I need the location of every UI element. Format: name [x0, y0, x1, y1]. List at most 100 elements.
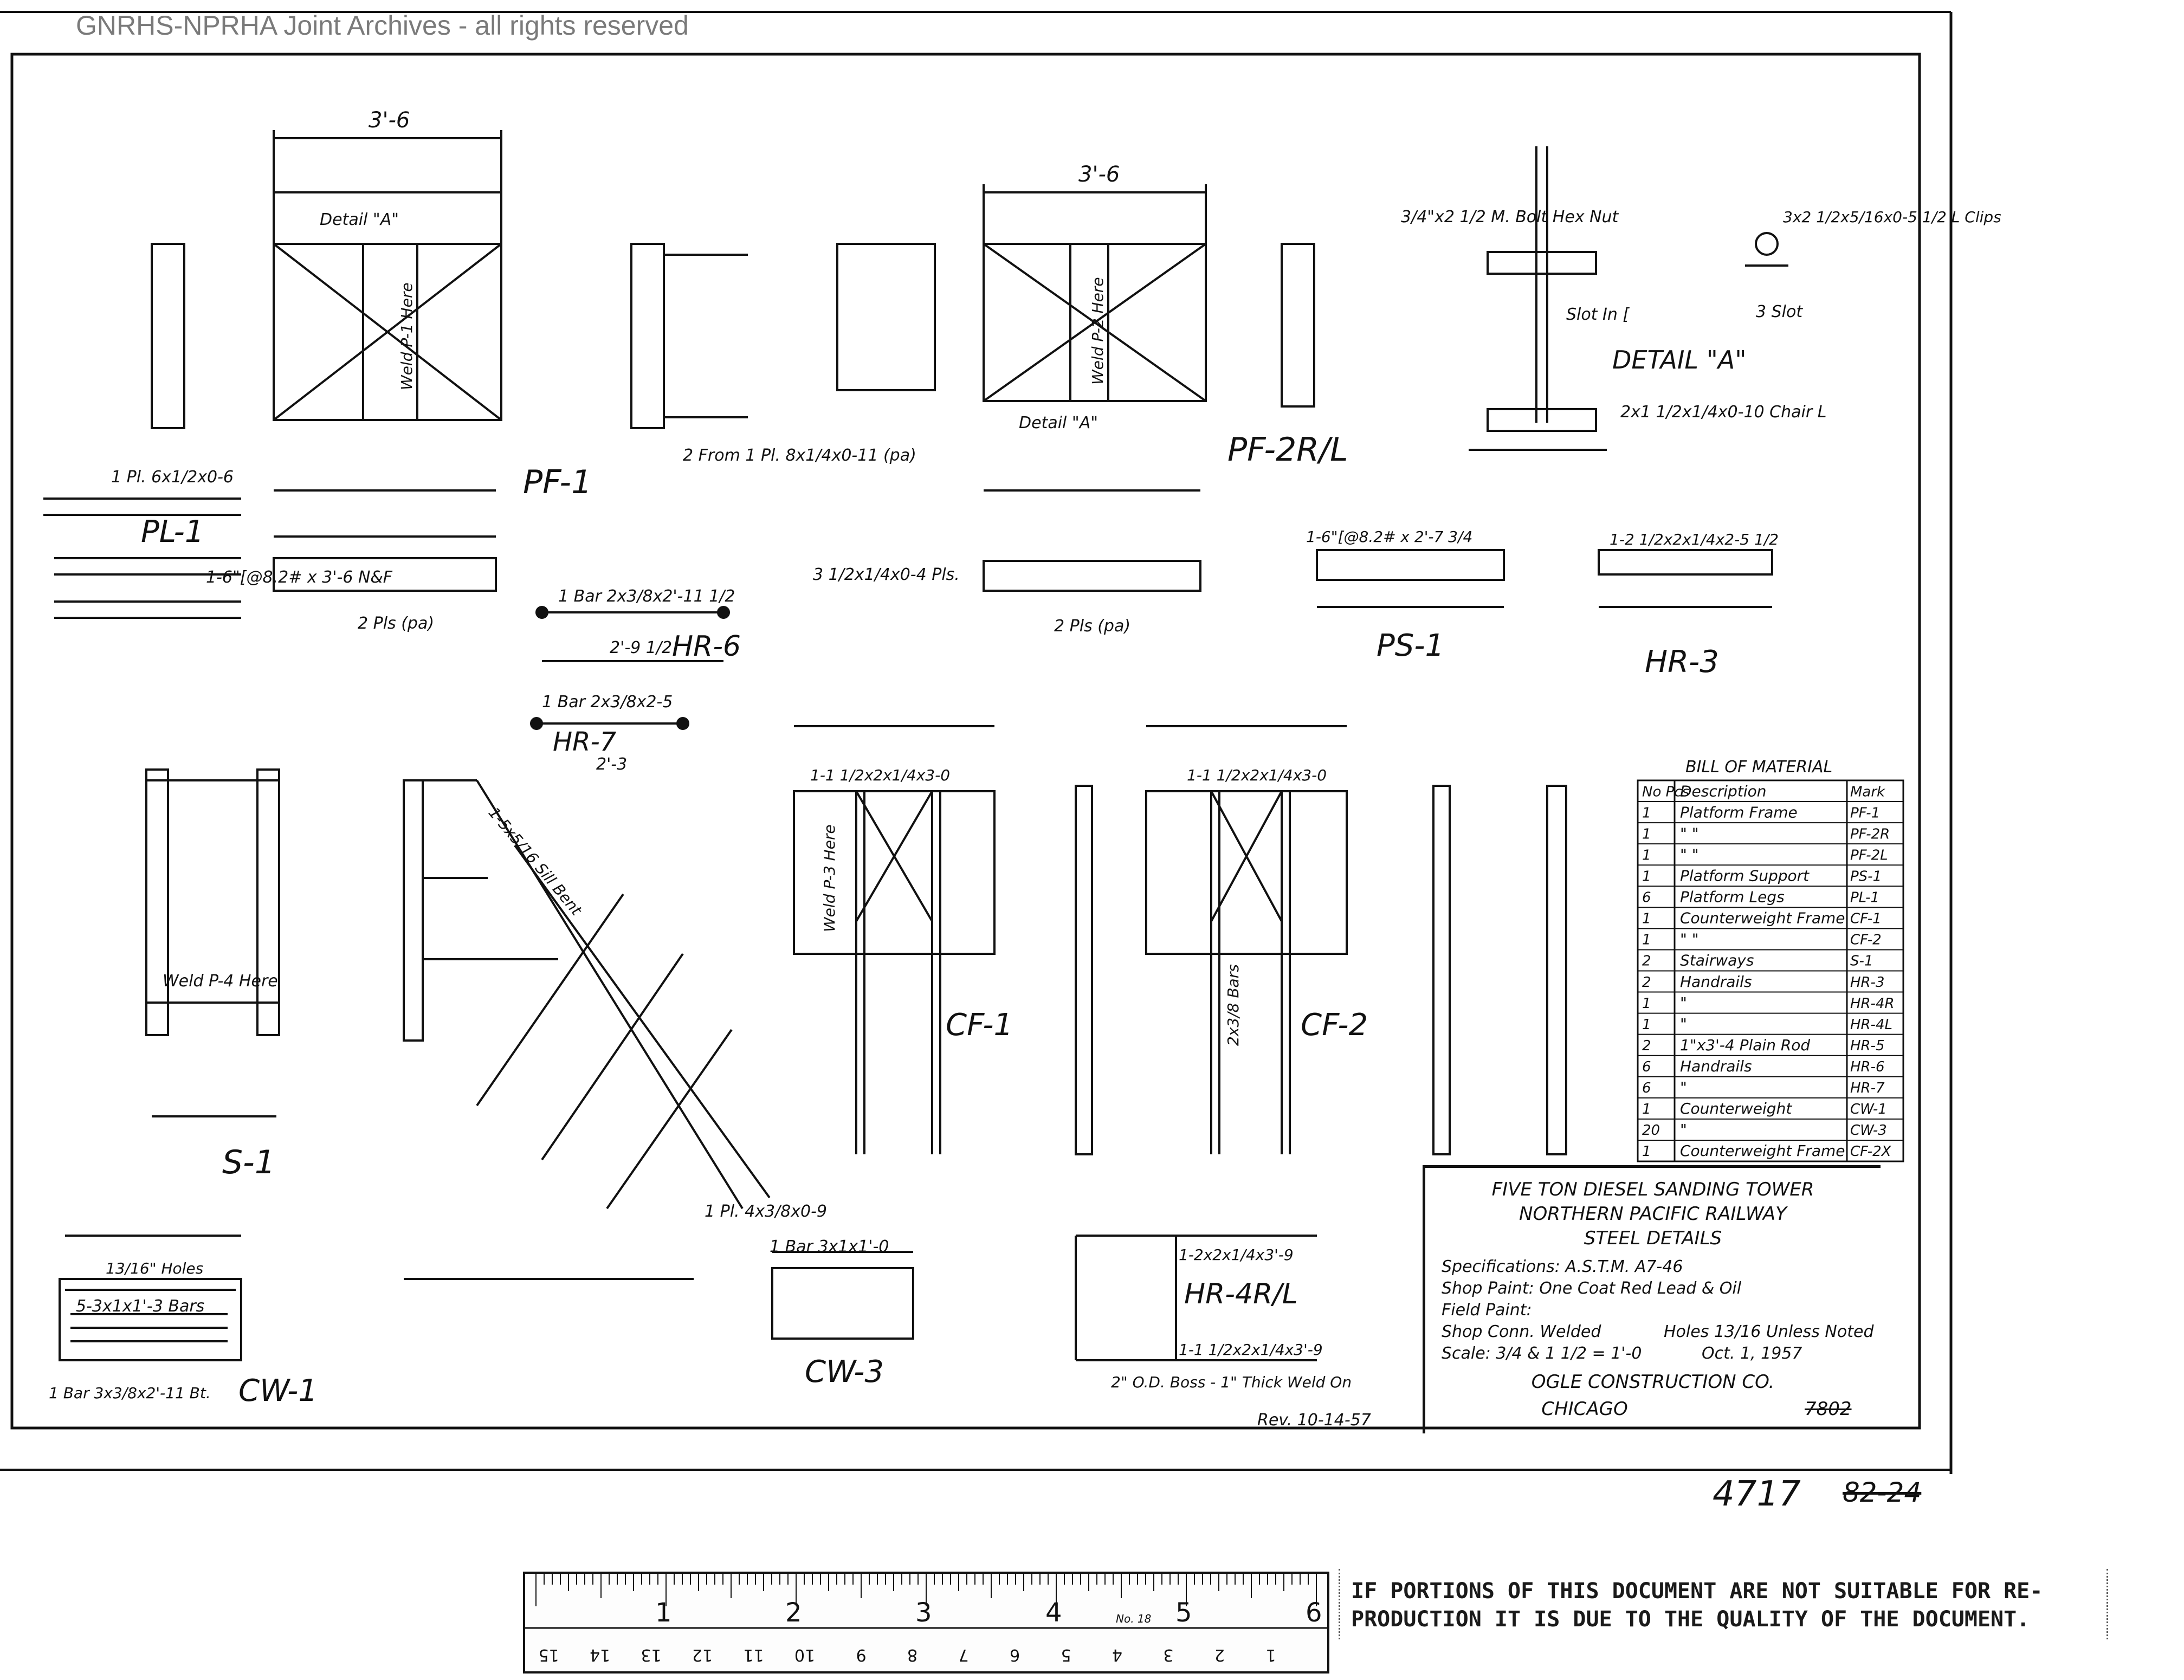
bom-description: Handrails [1680, 1057, 1752, 1075]
cf2-bars: 2x3/8 Bars [1224, 964, 1242, 1046]
tb-spec: Specifications: A.S.T.M. A7-46 [1442, 1257, 1683, 1276]
bom-mark: CW-3 [1850, 1122, 1887, 1139]
tb-date: Oct. 1, 1957 [1702, 1344, 1802, 1363]
hr6-drawing [535, 606, 730, 662]
hr6-bar-note: 1 Bar 2x3/8x2'-11 1/2 [558, 587, 735, 606]
ruler-inch-label: 5 [1175, 1598, 1192, 1628]
pf1-channel-note: 1-6"[@8.2# x 3'-6 N&F [206, 568, 393, 587]
pf1-from-note: 2 From 1 Pl. 8x1/4x0-11 (pa) [683, 446, 916, 465]
hr7-label: HR-7 [553, 727, 617, 757]
bom-description: Platform Support [1680, 867, 1810, 885]
bom-qty: 6 [1642, 890, 1651, 906]
ruler-maker: No. 18 [1116, 1612, 1151, 1625]
bom-mark: PS-1 [1850, 869, 1882, 885]
bom-description: " [1680, 1121, 1687, 1139]
title-block: FIVE TON DIESEL SANDING TOWER NORTHERN P… [1423, 1165, 1881, 1433]
bom-qty: 20 [1642, 1122, 1660, 1139]
hr6-label: HR-6 [672, 630, 741, 663]
ruler-cm-label: 11 [743, 1645, 764, 1664]
bom-mark: CW-1 [1850, 1101, 1887, 1117]
tb-field-paint: Field Paint: [1442, 1301, 1532, 1320]
bom-mark: HR-3 [1850, 974, 1885, 991]
hr4-drawing [1075, 1235, 1317, 1361]
ruler-cm-label: 2 [1214, 1645, 1225, 1664]
bom-header: Mark [1850, 784, 1885, 800]
pf1-weld-note: Weld P-1 Here [398, 282, 416, 390]
cw1-label: CW-1 [238, 1373, 318, 1408]
bom-qty: 2 [1642, 1038, 1651, 1054]
pl1-plate-note: 1 Pl. 6x1/2x0-6 [111, 468, 234, 487]
pf2-label: PF-2R/L [1227, 431, 1348, 469]
pf2-drawing [836, 184, 1315, 592]
cf2-drawing [1145, 725, 1567, 1155]
bom-mark: HR-6 [1850, 1059, 1885, 1075]
pf2-weld-note: Weld P-2 Here [1089, 277, 1107, 385]
hr7-drawing [530, 717, 689, 730]
bom-qty: 1 [1642, 932, 1651, 948]
pf2-detail-ref: Detail "A" [1019, 413, 1098, 432]
bom-description: Counterweight Frame [1680, 1142, 1845, 1160]
bom-header: Description [1680, 782, 1766, 800]
bom-description: 1"x3'-4 Plain Rod [1680, 1036, 1810, 1054]
bom-mark: CF-2 [1850, 932, 1882, 948]
ps1-channel: 1-6"[@8.2# x 2'-7 3/4 [1306, 528, 1472, 546]
bom-qty: 2 [1642, 953, 1651, 970]
ruler-inch-label: 6 [1306, 1598, 1322, 1628]
bom-description: Platform Legs [1680, 888, 1785, 906]
bom-mark: PL-1 [1850, 890, 1879, 906]
hr3-drawing [1598, 549, 1773, 608]
hr6-length: 2'-9 1/2 [610, 638, 672, 657]
bom-description: " [1680, 1015, 1687, 1033]
bom-mark: CF-1 [1850, 911, 1882, 927]
tb-holes: Holes 13/16 Unless Noted [1664, 1322, 1874, 1341]
s1-stringer-note: 1-5x5/16 Sill Bent [485, 804, 586, 919]
ruler-cm-label: 9 [856, 1645, 867, 1664]
bom-description: " " [1680, 824, 1699, 842]
s1-label: S-1 [222, 1143, 275, 1181]
bom-mark: HR-5 [1850, 1038, 1885, 1054]
cf1-drawing [793, 725, 1093, 1155]
s1-drawing [145, 768, 771, 1280]
pf1-label: PF-1 [523, 463, 592, 501]
detail-a-clips: 3x2 1/2x5/16x0-5 1/2 L Clips [1783, 208, 2001, 226]
bom-title: BILL OF MATERIAL [1685, 758, 1832, 777]
bom-qty: 1 [1642, 847, 1651, 863]
archive-watermark: GNRHS-NPRHA Joint Archives - all rights … [76, 10, 689, 41]
tb-shop-conn: Shop Conn. Welded [1442, 1322, 1601, 1341]
cw1-bar: 1 Bar 3x3/8x2'-11 Bt. [49, 1384, 211, 1402]
bom-qty: 2 [1642, 974, 1651, 991]
cw3-drawing [771, 1251, 914, 1340]
ruler-inch-label: 1 [655, 1598, 672, 1628]
cf2-label: CF-2 [1301, 1007, 1368, 1043]
detail-a-chair: 2x1 1/2x1/4x0-10 Chair L [1620, 403, 1826, 422]
pf1-width-dim: 3'-6 [369, 108, 410, 133]
ruler-cm-label: 5 [1061, 1645, 1071, 1664]
bom-mark: CF-2X [1850, 1143, 1892, 1160]
bom-mark: HR-4R [1850, 996, 1895, 1012]
pf1-detail-ref: Detail "A" [320, 210, 399, 229]
cw1-drawing [59, 1235, 242, 1361]
ruler-cm-label: 6 [1010, 1645, 1020, 1664]
detail-a-drawing [1469, 146, 1788, 451]
hr4-angle: 1-2x2x1/4x3'-9 [1179, 1246, 1294, 1264]
tb-scale: Scale: 3/4 & 1 1/2 = 1'-0 [1442, 1344, 1642, 1363]
bom-mark: PF-2L [1850, 847, 1888, 863]
bom-qty: 1 [1642, 996, 1651, 1012]
pf1-pls-note: 2 Pls (pa) [358, 614, 434, 633]
ruler-cm-label: 1 [1265, 1645, 1276, 1664]
bom-description: Counterweight [1680, 1100, 1792, 1117]
pl1-label: PL-1 [141, 514, 204, 550]
hr4-angle2: 1-1 1/2x2x1/4x3'-9 [1179, 1341, 1323, 1359]
bom-qty: 1 [1642, 1143, 1651, 1160]
tb-railway: NORTHERN PACIFIC RAILWAY [1519, 1203, 1787, 1225]
tb-shop-paint: Shop Paint: One Coat Red Lead & Oil [1442, 1279, 1742, 1298]
hr7-length: 2'-3 [596, 755, 627, 774]
bom-mark: HR-7 [1850, 1080, 1885, 1096]
hr3-label: HR-3 [1645, 644, 1719, 680]
old-document-number: 82-24 [1843, 1477, 1922, 1508]
pf1-drawing [151, 130, 748, 592]
